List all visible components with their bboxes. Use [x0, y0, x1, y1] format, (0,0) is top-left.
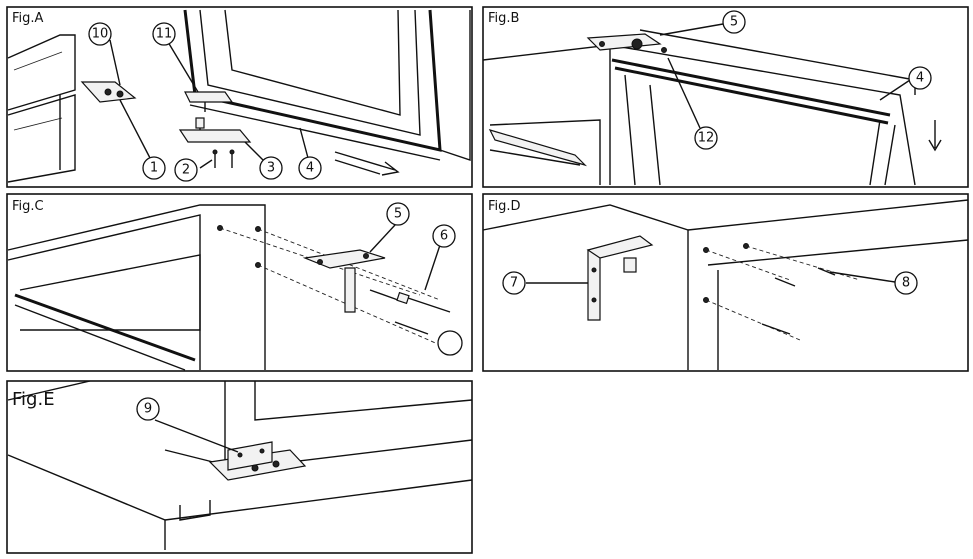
callout-4: 4: [298, 156, 322, 180]
svg-text:10: 10: [92, 27, 109, 42]
cap-circle: [437, 330, 463, 356]
svg-text:8: 8: [902, 276, 910, 291]
svg-text:12: 12: [698, 131, 715, 146]
figure-a-label: Fig.A: [12, 11, 44, 26]
svg-text:1: 1: [150, 161, 158, 176]
callout-7: 7: [502, 271, 526, 295]
slide-arrow-icon: [334, 151, 400, 176]
callout-4-b: 4: [908, 66, 932, 90]
figure-a: Fig.A: [6, 6, 473, 188]
figure-b-label: Fig.B: [488, 11, 519, 26]
hinge-bracket-5: [586, 33, 662, 51]
figure-b-frame: [482, 6, 969, 188]
callout-3: 3: [259, 156, 283, 180]
svg-text:5: 5: [730, 15, 738, 30]
callout-12: 12: [694, 126, 718, 150]
svg-text:11: 11: [156, 27, 173, 42]
svg-text:7: 7: [510, 276, 518, 291]
svg-text:5: 5: [394, 207, 402, 222]
hinge-plate-3: [178, 129, 252, 143]
svg-text:9: 9: [144, 402, 152, 417]
callout-6: 6: [432, 224, 456, 248]
callout-5-c: 5: [386, 202, 410, 226]
figure-c-label: Fig.C: [12, 199, 44, 214]
svg-text:6: 6: [440, 229, 448, 244]
svg-text:3: 3: [267, 161, 275, 176]
callout-5-b: 5: [722, 10, 746, 34]
figure-c: Fig.C 5 6: [6, 193, 473, 372]
callout-11: 11: [152, 22, 176, 46]
svg-text:4: 4: [306, 161, 314, 176]
callout-1: 1: [142, 156, 166, 180]
figure-b: Fig.B 5 4 12: [482, 6, 969, 188]
svg-text:2: 2: [182, 163, 190, 178]
callout-2: 2: [174, 158, 198, 182]
figure-e: Fig.E 9: [6, 380, 473, 554]
figure-a-frame: [6, 6, 473, 188]
callout-9: 9: [136, 397, 160, 421]
figure-d-label: Fig.D: [488, 199, 521, 214]
svg-text:4: 4: [916, 71, 924, 86]
figure-d: Fig.D 7 8: [482, 193, 969, 372]
hinge-bracket-7: [587, 249, 601, 321]
callout-10: 10: [88, 22, 112, 46]
figure-e-label: Fig.E: [12, 389, 55, 410]
down-arrow-icon: [928, 120, 942, 152]
callout-8: 8: [894, 271, 918, 295]
